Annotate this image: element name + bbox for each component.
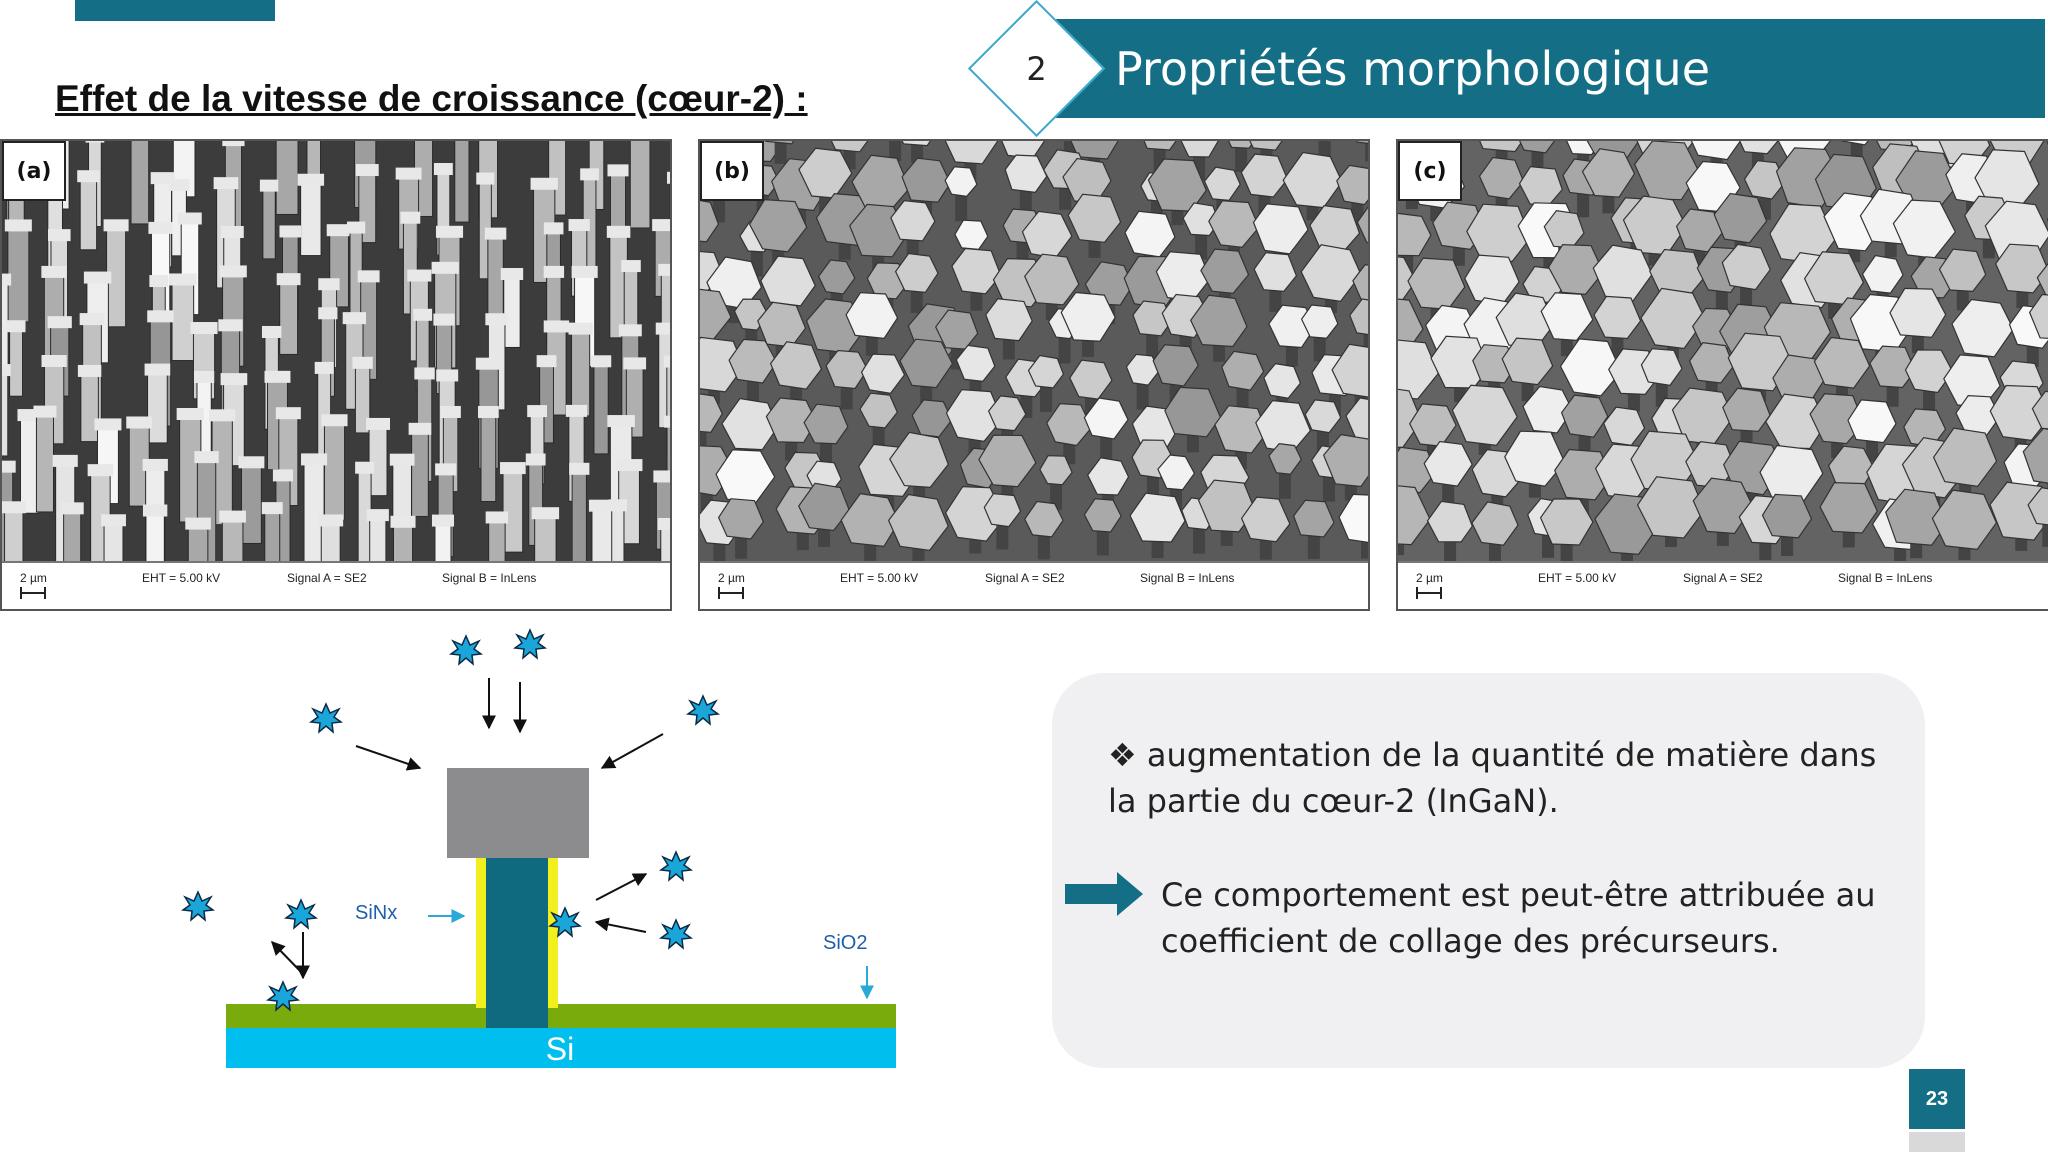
precursor-icon xyxy=(285,899,317,929)
sem-image-c: (c) 2 µm EHT = 5.00 kV Signal A = SE2 Si… xyxy=(1396,139,2048,611)
si-label: Si xyxy=(546,1031,574,1067)
sem-photo-c xyxy=(1398,141,2048,565)
sem-signal-a-b: Signal A = SE2 xyxy=(985,571,1065,585)
sem-info-bar-a: 2 µm EHT = 5.00 kV Signal A = SE2 Signal… xyxy=(2,561,670,609)
section-banner: Propriétés morphologique xyxy=(1050,19,2045,118)
sem-scale-c: 2 µm xyxy=(1416,571,1443,585)
sem-photo-b xyxy=(700,141,1368,565)
sem-scale-a: 2 µm xyxy=(20,571,47,585)
precursor-icon xyxy=(450,635,482,665)
precursor-icon xyxy=(310,703,342,733)
section-number: 2 xyxy=(1026,49,1047,88)
top-accent-bar xyxy=(75,0,275,21)
precursor-icon xyxy=(687,695,719,725)
sem-scale-b: 2 µm xyxy=(718,571,745,585)
sem-label-c: (c) xyxy=(1398,141,1462,201)
scale-bar-icon xyxy=(1416,587,1442,599)
right-arrow-icon xyxy=(1065,872,1143,916)
conclusion-panel xyxy=(1052,673,1925,1068)
scale-bar-icon xyxy=(718,587,744,599)
sem-signal-b-c: Signal B = InLens xyxy=(1838,571,1933,585)
sio2-layer xyxy=(226,1004,896,1028)
sem-signal-b-a: Signal B = InLens xyxy=(442,571,537,585)
sem-eht-a: EHT = 5.00 kV xyxy=(142,571,221,585)
sem-image-b: (b) 2 µm EHT = 5.00 kV Signal A = SE2 Si… xyxy=(698,139,1370,611)
sem-signal-b-b: Signal B = InLens xyxy=(1140,571,1235,585)
conclusion-text: Ce comportement est peut-être attribuée … xyxy=(1161,876,1876,960)
nanowire-core xyxy=(486,856,548,1028)
bullet-diamond-icon: ❖ xyxy=(1108,736,1137,774)
sem-photo-a xyxy=(2,141,670,565)
growth-diagram: Si SiNx SiO2 xyxy=(182,629,896,1068)
sem-signal-a-a: Signal A = SE2 xyxy=(287,571,367,585)
sem-info-bar-b: 2 µm EHT = 5.00 kV Signal A = SE2 Signal… xyxy=(700,561,1368,609)
sem-signal-a-c: Signal A = SE2 xyxy=(1683,571,1763,585)
bullet-point: ❖ augmentation de la quantité de matière… xyxy=(1108,732,1908,824)
sem-eht-b: EHT = 5.00 kV xyxy=(840,571,919,585)
desorption-arrow xyxy=(595,873,648,901)
precursor-icon xyxy=(182,891,214,921)
sio2-label: SiO2 xyxy=(823,932,867,954)
flux-arrow xyxy=(355,745,422,771)
precursor-icon xyxy=(514,629,546,659)
diffusion-arrow xyxy=(594,917,647,933)
page-number: 23 xyxy=(1909,1069,1965,1129)
slide-subtitle: Effet de la vitesse de croissance (cœur-… xyxy=(55,78,808,119)
desorption-arrow xyxy=(271,940,304,975)
sem-label-a: (a) xyxy=(2,141,66,201)
sinx-label: SiNx xyxy=(355,902,397,924)
precursor-icon xyxy=(660,919,692,949)
ingan-cap xyxy=(447,768,589,858)
sem-image-a: (a) 2 µm EHT = 5.00 kV Signal A = SE2 Si… xyxy=(0,139,672,611)
sem-label-b: (b) xyxy=(700,141,764,201)
bullet-text: augmentation de la quantité de matière d… xyxy=(1108,736,1877,820)
section-title: Propriétés morphologique xyxy=(1115,41,1711,96)
precursor-icon xyxy=(660,851,692,881)
scale-bar-icon xyxy=(20,587,46,599)
sem-info-bar-c: 2 µm EHT = 5.00 kV Signal A = SE2 Signal… xyxy=(1398,561,2048,609)
page-number-footer xyxy=(1909,1132,1965,1152)
sem-eht-c: EHT = 5.00 kV xyxy=(1538,571,1617,585)
si-substrate xyxy=(226,1028,896,1068)
flux-arrow xyxy=(600,733,664,769)
